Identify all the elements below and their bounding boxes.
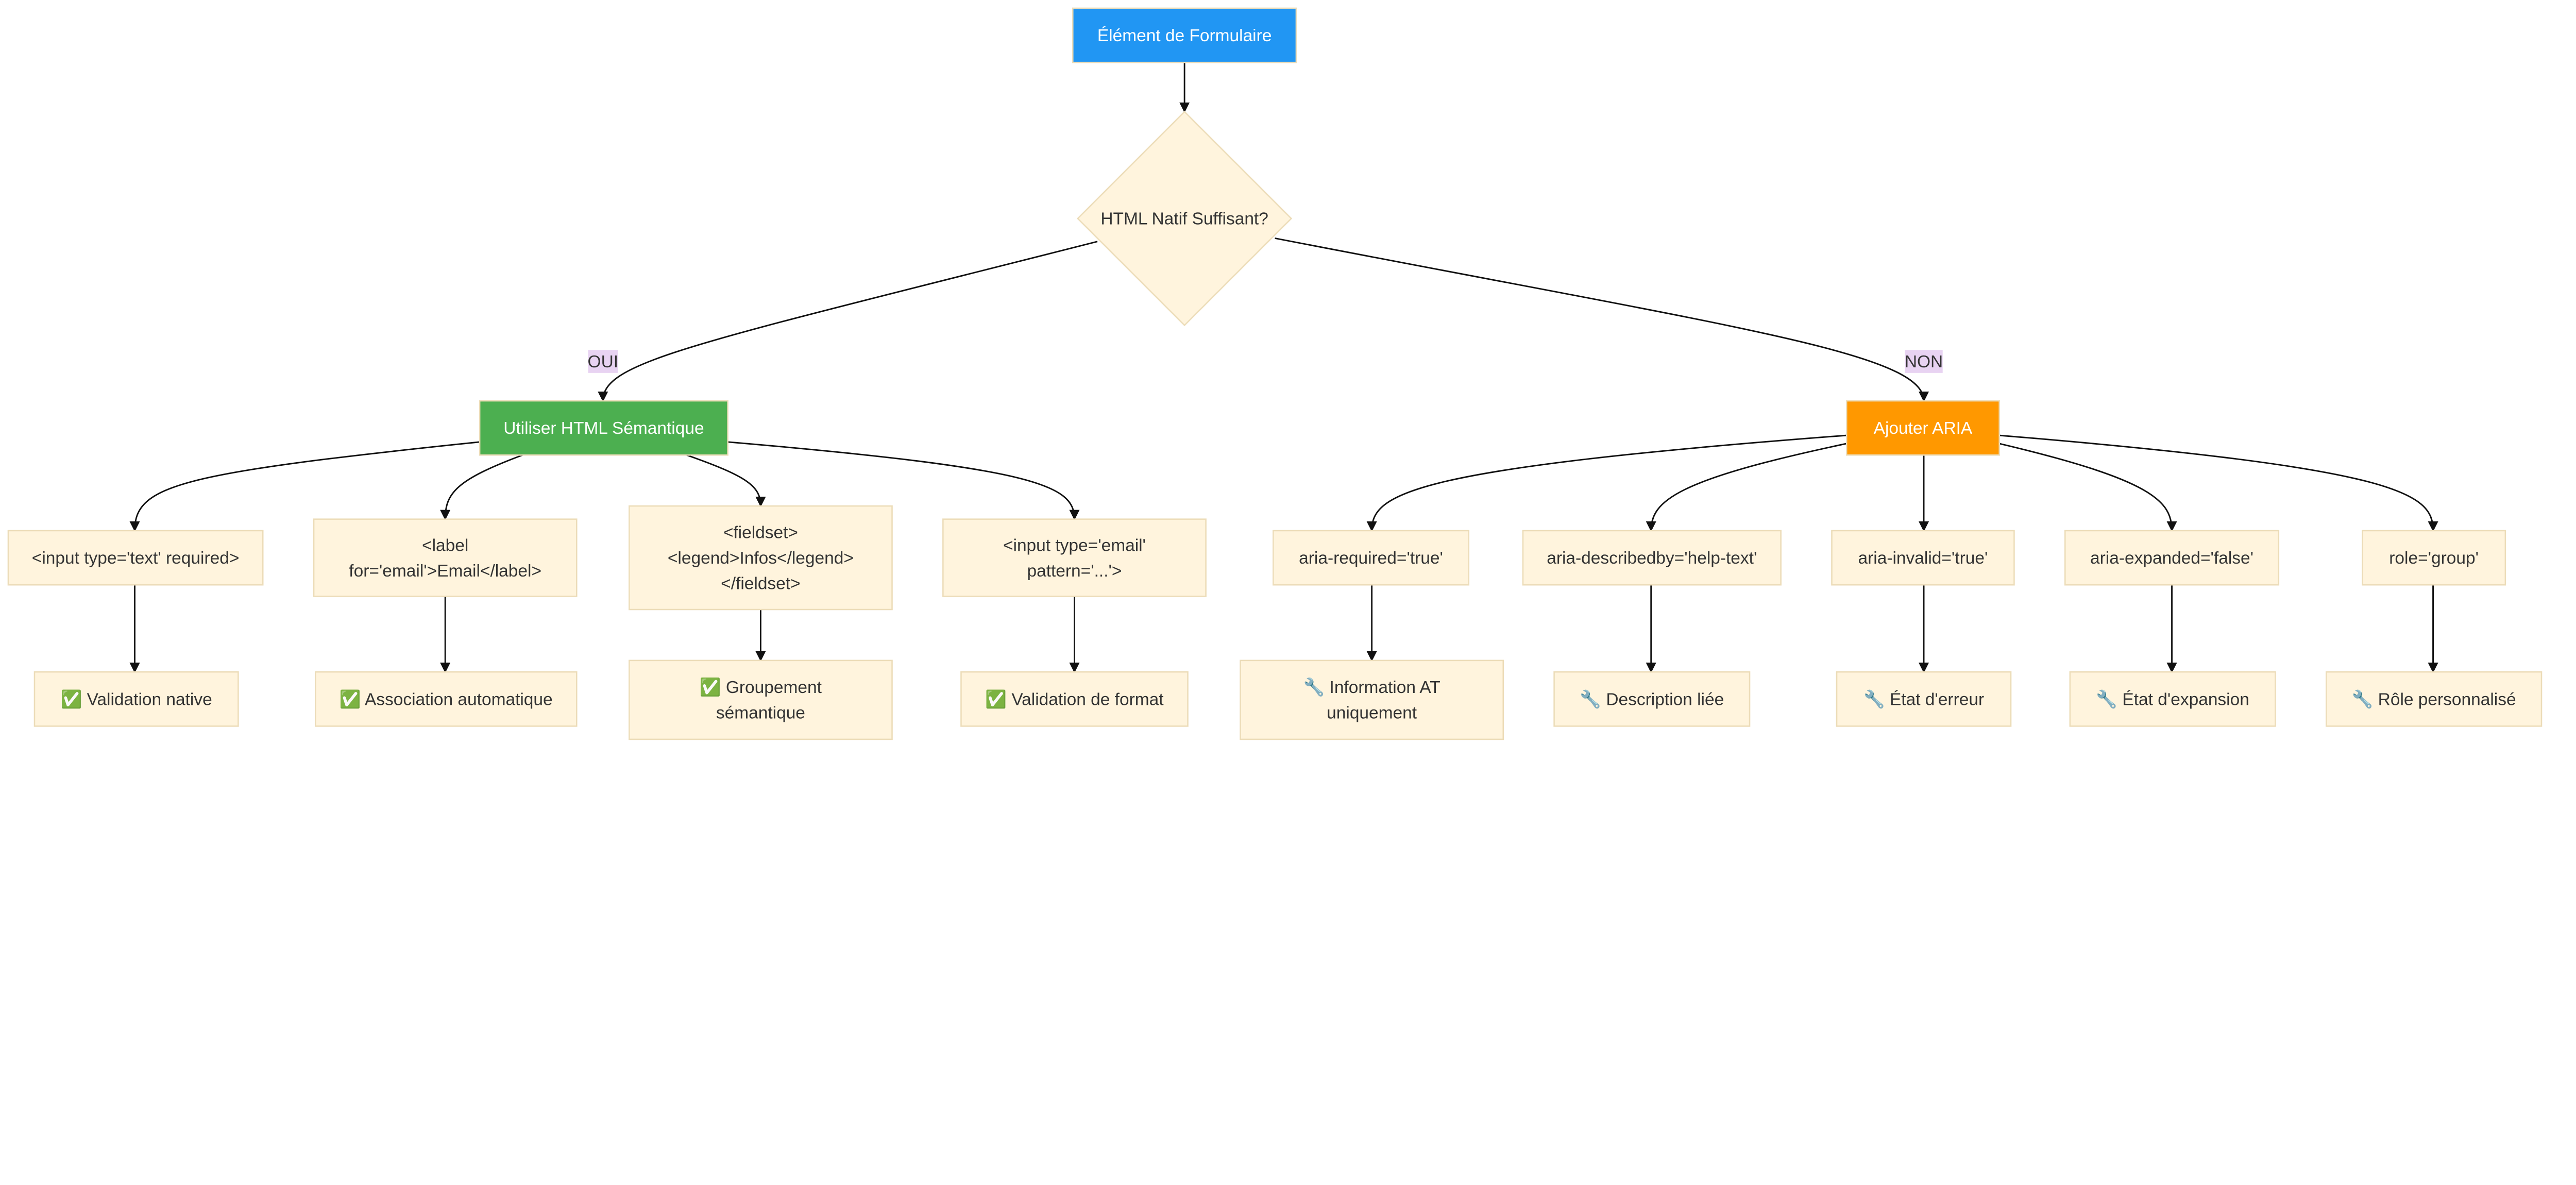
node-label: sémantique: [716, 704, 805, 723]
node-label: Élément de Formulaire: [1097, 26, 1272, 45]
node-box: [7, 530, 264, 586]
node-box: [942, 518, 1207, 597]
node-label: <input type='text' required>: [32, 549, 240, 568]
edge-aria-a5: [1999, 434, 2438, 532]
edge-label-yes: OUI: [588, 350, 619, 373]
node-label: aria-required='true': [1299, 549, 1443, 568]
node-label: role='group': [2389, 549, 2479, 568]
node-box: [479, 400, 728, 456]
node-a1r[interactable]: 🔧 Information AT uniquement: [1240, 659, 1504, 740]
node-label: uniquement: [1327, 704, 1417, 723]
node-label: ✅ Validation de format: [985, 689, 1164, 709]
node-s3[interactable]: <fieldset> <legend>Infos</legend> </fields…: [629, 505, 893, 611]
edge-label-bg: [588, 350, 618, 373]
node-box: [1072, 7, 1297, 63]
node-s2r[interactable]: ✅ Association automatique: [314, 671, 578, 727]
node-a3r[interactable]: 🔧 État d'erreur: [1836, 671, 2012, 727]
node-a2[interactable]: aria-describedby='help-text': [1522, 530, 1782, 586]
node-s4[interactable]: <input type='email' pattern='...'>: [942, 518, 1207, 597]
node-box: [2326, 671, 2543, 727]
node-label: for='email'>Email</label>: [349, 562, 541, 581]
node-box: [629, 505, 893, 611]
node-box: [1831, 530, 2015, 586]
node-label: ✅ Validation native: [61, 689, 212, 709]
node-decision[interactable]: HTML Natif Suffisant?: [1077, 111, 1293, 327]
node-s3r[interactable]: ✅ Groupement sémantique: [629, 659, 893, 740]
node-label: aria-expanded='false': [2090, 549, 2253, 568]
node-label: Ajouter ARIA: [1874, 419, 1973, 438]
node-label: </fieldset>: [721, 574, 800, 593]
edge-label-no: NON: [1905, 350, 1943, 373]
node-label: <label: [422, 536, 468, 555]
node-box: [1553, 671, 1751, 727]
node-label: <input type='email': [1003, 536, 1146, 555]
node-s4r[interactable]: ✅ Validation de format: [960, 671, 1189, 727]
node-box: [33, 671, 239, 727]
node-start[interactable]: Élément de Formulaire: [1072, 7, 1297, 63]
edge-semantic-s1: [129, 441, 480, 532]
node-aria[interactable]: Ajouter ARIA: [1845, 400, 2001, 456]
node-label: <fieldset>: [723, 523, 798, 543]
node-box: [1836, 671, 2012, 727]
node-s1r[interactable]: ✅ Validation native: [33, 671, 239, 727]
edge-aria-a2: [1646, 443, 1847, 532]
edge-aria-a4: [1999, 443, 2177, 532]
edge-semantic-s3: [686, 454, 766, 507]
node-box: [1240, 659, 1504, 740]
edge-semantic-s4: [727, 441, 1080, 520]
node-a2r[interactable]: 🔧 Description liée: [1553, 671, 1751, 727]
node-box: [1273, 530, 1470, 586]
node-a3[interactable]: aria-invalid='true': [1831, 530, 2015, 586]
node-box: [2069, 671, 2276, 727]
node-a5r[interactable]: 🔧 Rôle personnalisé: [2326, 671, 2543, 727]
node-semantic[interactable]: Utiliser HTML Sémantique: [479, 400, 728, 456]
edge-labels: OUI NON: [588, 350, 1943, 373]
node-label: ✅ Groupement: [700, 677, 822, 697]
edges: [129, 62, 2438, 673]
node-a5[interactable]: role='group': [2362, 530, 2506, 586]
node-box: [960, 671, 1189, 727]
decision-diamond: [1077, 111, 1293, 327]
node-a4r[interactable]: 🔧 État d'expansion: [2069, 671, 2276, 727]
node-box: [1522, 530, 1782, 586]
edge-label-bg: [1905, 350, 1943, 373]
node-box: [314, 671, 578, 727]
node-label: 🔧 État d'expansion: [2096, 688, 2249, 709]
node-label: aria-describedby='help-text': [1547, 549, 1757, 568]
node-box: [1845, 400, 2001, 456]
edge-decision-semantic: [598, 241, 1098, 402]
node-box: [629, 659, 893, 740]
node-box: [313, 518, 578, 597]
node-label: 🔧 Rôle personnalisé: [2352, 688, 2516, 709]
node-label: HTML Natif Suffisant?: [1100, 210, 1268, 229]
node-s2[interactable]: <label for='email'>Email</label>: [313, 518, 578, 597]
node-a1[interactable]: aria-required='true': [1273, 530, 1470, 586]
node-label: 🔧 Information AT: [1303, 676, 1440, 697]
edge-label-text: OUI: [588, 352, 619, 371]
node-label: 🔧 État d'erreur: [1863, 688, 1984, 709]
node-box: [2064, 530, 2280, 586]
edge-label-text: NON: [1905, 352, 1943, 371]
edge-aria-a1: [1366, 434, 1847, 532]
node-s1[interactable]: <input type='text' required>: [7, 530, 264, 586]
node-label: Utiliser HTML Sémantique: [503, 419, 704, 438]
node-label: aria-invalid='true': [1858, 549, 1988, 568]
node-label: pattern='...'>: [1027, 562, 1122, 581]
edge-decision-aria: [1275, 237, 1929, 402]
node-label: ✅ Association automatique: [340, 689, 553, 709]
node-box: [2362, 530, 2506, 586]
node-label: 🔧 Description liée: [1580, 688, 1724, 709]
node-label: <legend>Infos</legend>: [668, 549, 854, 568]
node-a4[interactable]: aria-expanded='false': [2064, 530, 2280, 586]
edge-semantic-s2: [440, 454, 523, 520]
